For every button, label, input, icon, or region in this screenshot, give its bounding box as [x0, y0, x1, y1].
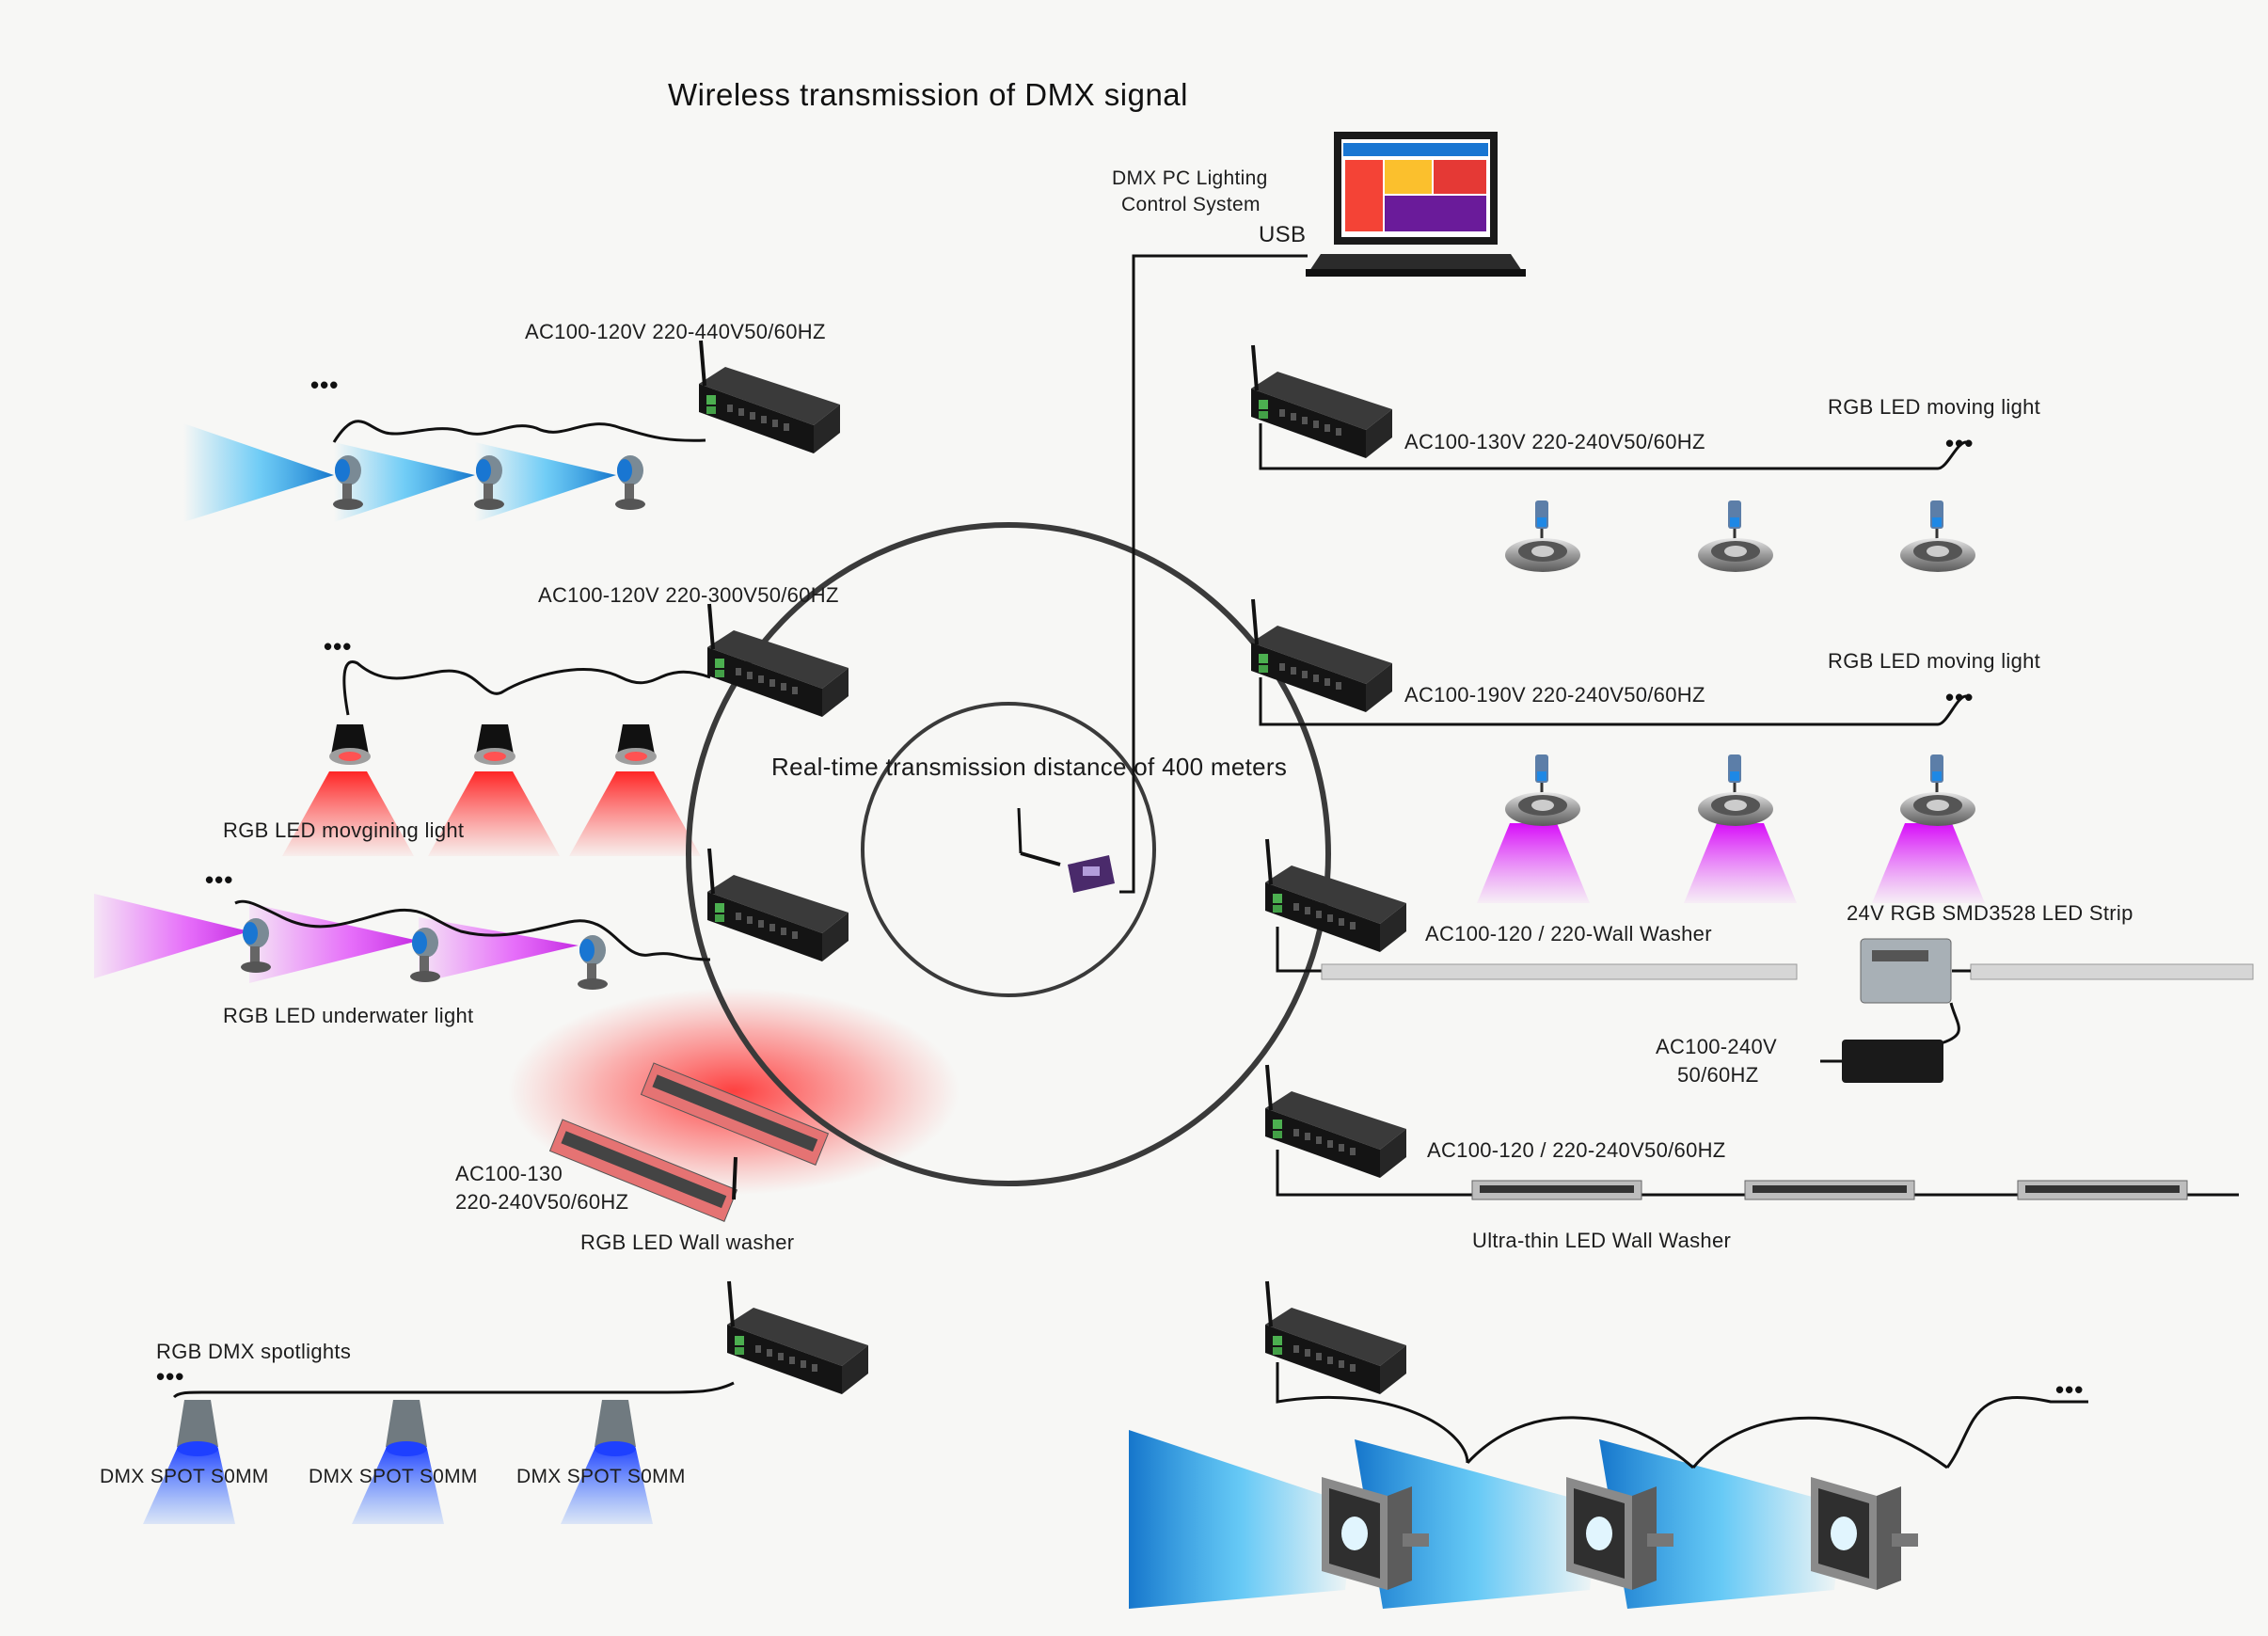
- decoder-right-1: [1249, 343, 1394, 460]
- spotlight-3: [615, 455, 645, 510]
- right-group2-label: RGB LED moving light: [1828, 649, 2041, 673]
- led-strip-label: 24V RGB SMD3528 LED Strip: [1847, 901, 2133, 925]
- downlight-3: [1898, 499, 1977, 574]
- ultra-thin-washer-1: [1471, 1180, 1642, 1200]
- decoder-right-5: [1263, 1279, 1408, 1396]
- left-group1-power: AC100-120V 220-440V50/60HZ: [525, 320, 826, 343]
- downlight-5: [1696, 753, 1775, 828]
- ellipsis-left-3: •••: [205, 866, 234, 894]
- diagram-title: Wireless transmission of DMX signal: [668, 77, 1188, 112]
- moving-light-2: [474, 724, 515, 765]
- ultra-thin-washer-3: [2017, 1180, 2188, 1200]
- cable-left-2: [342, 660, 711, 716]
- ellipsis-left-2: •••: [324, 632, 353, 660]
- pc-label-line1: DMX PC Lighting: [1112, 167, 1268, 189]
- blue-spots: [177, 1400, 636, 1456]
- downlight-1: [1503, 499, 1582, 574]
- adapter-label-line2: 50/60HZ: [1677, 1063, 1759, 1087]
- cable-right-3: [1276, 927, 1326, 973]
- cable-right-2: [1259, 677, 1967, 726]
- center-distance-label: Real-time transmission distance of 400 m…: [771, 753, 1288, 781]
- left-group4-power-line1: AC100-130: [455, 1162, 563, 1185]
- right-group2-power: AC100-190V 220-240V50/60HZ: [1404, 683, 1705, 707]
- flood-light-3: [1811, 1477, 1918, 1590]
- left-group5-label: RGB DMX spotlights: [156, 1340, 352, 1363]
- outer-range-circle: [686, 522, 1331, 1186]
- ellipsis-right-1: •••: [1945, 429, 1975, 457]
- cable-left-5: [172, 1381, 735, 1399]
- ellipsis-left-5: •••: [156, 1362, 185, 1390]
- decoder-left-1: [697, 339, 842, 455]
- cyan-beams-right: [1129, 1430, 1844, 1609]
- decoder-right-3: [1263, 837, 1408, 954]
- right-group1-label: RGB LED moving light: [1828, 395, 2041, 419]
- usb-cable: [1119, 254, 1308, 894]
- spot-label-2: DMX SPOT S0MM: [309, 1466, 478, 1487]
- blue-beams: [143, 1449, 653, 1524]
- moving-light-1: [329, 724, 371, 765]
- power-adapter: [1820, 1040, 1943, 1083]
- left-group4-power-line2: 220-240V50/60HZ: [455, 1190, 629, 1214]
- led-strip: [1321, 938, 2254, 1046]
- magenta-beams-right: [1477, 823, 1985, 903]
- ellipsis-left-1: •••: [310, 371, 340, 399]
- cable-right-1: [1259, 423, 1967, 470]
- cable-right-4: [1276, 1150, 2239, 1197]
- right-group1-power: AC100-130V 220-240V50/60HZ: [1404, 430, 1705, 453]
- left-group4-label: RGB LED Wall washer: [580, 1231, 795, 1254]
- right-group4-label: Ultra-thin LED Wall Washer: [1472, 1229, 1732, 1252]
- spot-label-3: DMX SPOT S0MM: [516, 1466, 686, 1487]
- usb-label: USB: [1259, 222, 1307, 247]
- cable-left-3: [234, 899, 711, 961]
- laptop: [1306, 132, 1526, 277]
- right-group3-power: AC100-120 / 220-Wall Washer: [1425, 922, 1712, 945]
- cyan-beams-left: [183, 423, 616, 522]
- red-beams: [282, 771, 701, 856]
- downlight-4: [1503, 753, 1582, 828]
- underwater-light-3: [578, 935, 608, 990]
- adapter-label-line1: AC100-240V: [1656, 1035, 1777, 1058]
- moving-light-3: [615, 724, 657, 765]
- ultra-thin-washer-2: [1744, 1180, 1915, 1200]
- downlight-2: [1696, 499, 1775, 574]
- ellipsis-right-5: •••: [2055, 1375, 2085, 1404]
- magenta-beams-left: [94, 894, 579, 983]
- ellipsis-right-2: •••: [1945, 683, 1975, 711]
- right-group4-power: AC100-120 / 220-240V50/60HZ: [1427, 1138, 1726, 1162]
- left-group2-label: RGB LED movgining light: [223, 818, 465, 842]
- inner-range-circle: [861, 702, 1156, 997]
- downlight-6: [1898, 753, 1977, 828]
- cable-right-5: [1276, 1362, 2088, 1469]
- dmx-wireless-transmitter: [1017, 807, 1115, 893]
- decoder-right-4: [1263, 1063, 1408, 1180]
- decoder-left-5: [725, 1279, 870, 1396]
- spot-label-1: DMX SPOT S0MM: [100, 1466, 269, 1487]
- decoder-left-3: [706, 847, 850, 963]
- red-wall-washers: [548, 1062, 830, 1222]
- decoder-right-2: [1249, 597, 1394, 714]
- left-group2-power: AC100-120V 220-300V50/60HZ: [538, 583, 839, 607]
- cable-left-1: [332, 420, 706, 443]
- left-group3-label: RGB LED underwater light: [223, 1004, 474, 1027]
- pc-label-line2: Control System: [1121, 194, 1261, 215]
